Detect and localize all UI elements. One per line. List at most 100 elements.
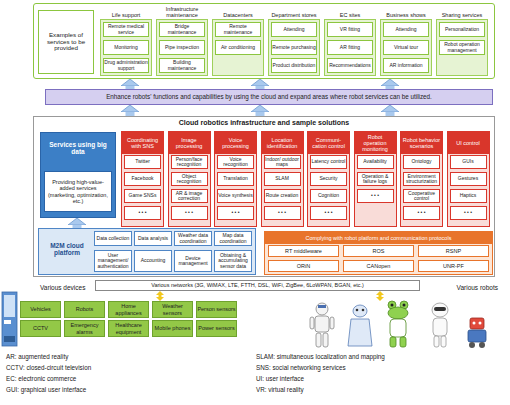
platform-panel: Cloud robotics infrastructure and sample… (33, 116, 495, 277)
solution-column-text: Robot operation monitoring (355, 132, 396, 154)
glossary-entry: SNS: social networking services (256, 364, 346, 371)
solution-column: Communi- cation controlLatency controlSe… (307, 131, 350, 227)
m2m-platform-text: M2M cloud platform (41, 242, 93, 256)
service-item: Remote medical service (103, 22, 149, 37)
solution-item: Translation (217, 172, 254, 186)
service-category-text: Department stores (266, 4, 322, 18)
device-group: Various devicesVehiclesRobotsHome applia… (20, 301, 238, 338)
solution-column-text: Robot behavior scenarios (401, 132, 442, 154)
device-box-text: Vehicles (30, 306, 51, 312)
solution-item-text: Twitter (135, 159, 150, 165)
solution-item-text: Person/face recognition (172, 157, 207, 168)
solution-item: Ontology (403, 155, 440, 169)
service-item-text: Remote medical service (104, 24, 148, 35)
solution-item: Facebook (124, 172, 161, 186)
service-item-text: Monitoring (114, 45, 137, 51)
solution-item-text: • • • (138, 210, 146, 216)
m2m-function-text: Weather data coordination (175, 233, 211, 244)
solution-item: Object recognition (171, 172, 208, 186)
solution-item: • • • (124, 206, 161, 220)
protocol-item: RSNP (418, 245, 489, 257)
solution-column: UI controlGUIsGesturesHaptics• • • (447, 131, 490, 227)
service-robot (348, 305, 372, 346)
service-item: Drug administration support (103, 58, 149, 73)
glossary-entry: VR: virtual reality (256, 386, 304, 393)
device-box: Home appliances (108, 301, 149, 318)
m2m-function: Device management (174, 250, 212, 272)
solution-item: Route creation (264, 189, 301, 203)
service-item: Recommendations (327, 58, 373, 73)
m2m-function: Data analysis (134, 231, 172, 246)
service-category: EC sitesVR fittingAR fittingRecommendati… (324, 19, 376, 76)
protocol-item: ORiN (268, 260, 339, 272)
service-item-text: Attending (283, 27, 304, 33)
glossary-entry: AR: augmented reality (6, 353, 68, 360)
solution-item-text: • • • (371, 193, 379, 199)
solution-column-text: Coordinating with SNS (122, 132, 163, 154)
service-item-text: AR fitting (340, 45, 360, 51)
solution-item-text: Security (319, 176, 337, 182)
solution-item-text: Cognition (318, 193, 339, 199)
solution-item: • • • (450, 206, 487, 220)
service-item: Pipe inspection (159, 40, 205, 55)
solution-column: Image processingPerson/face recognitionO… (168, 131, 211, 227)
protocol-item: CANopen (343, 260, 414, 272)
solution-item-text: • • • (278, 210, 286, 216)
m2m-function-text: User management/ authentication (95, 253, 131, 270)
protocol-item-text: RSNP (446, 248, 461, 254)
solution-item: Person/face recognition (171, 155, 208, 169)
benefit-band: Enhance robots' functions and capabiliti… (45, 89, 493, 105)
solution-item-text: Object recognition (172, 174, 207, 185)
solution-item: Operation & failure logs (357, 172, 394, 186)
device-box: Weather sensors (152, 301, 193, 318)
solution-column: Robot behavior scenariosOntologyEnvironm… (400, 131, 443, 227)
device-box: Person sensors (196, 301, 237, 318)
solution-column: Location identificationIndoor/ outdoor m… (261, 131, 304, 227)
solution-item: Security (310, 172, 347, 186)
m2m-function-text: Obtaining & accumulating sensor data (215, 253, 251, 270)
solution-item-text: Ontology (411, 159, 431, 165)
solution-item-text: Route creation (266, 193, 299, 199)
solution-item: AR & image correction (171, 189, 208, 203)
glossary-entry: UI: user interface (256, 375, 304, 382)
device-box-text: CCTV (33, 325, 48, 331)
m2m-function-text: Map data coordination (215, 233, 251, 244)
solution-item: SLAM (264, 172, 301, 186)
benefit-band-text: Enhance robots' functions and capabiliti… (106, 94, 432, 101)
service-item: Robot operation management (439, 40, 485, 55)
solution-item: • • • (217, 206, 254, 220)
service-item-text: Attending (395, 27, 416, 33)
solution-item-text: GUIs (462, 159, 473, 165)
robot-group-text: Various robots (457, 281, 498, 295)
service-item: Personalization (439, 22, 485, 37)
solution-item: • • • (264, 206, 301, 220)
service-item-text: Remote purchasing (272, 45, 315, 51)
service-item-text: Remote maintenance (216, 24, 260, 35)
humanoid-robot (310, 303, 334, 347)
device-box-text: Emergency alarms (65, 322, 104, 334)
protocol-panel-text: Complying with robot platform and commun… (265, 232, 492, 244)
protocol-item: ROS (343, 245, 414, 257)
platform-panel-text: Cloud robotics infrastructure and sample… (114, 119, 414, 127)
protocol-item-text: ORiN (297, 263, 310, 269)
solution-column: Voice processingVoice recognitionTransla… (214, 131, 257, 227)
glossary-entry: GUI: graphical user interface (6, 386, 86, 393)
device-box-text: Weather sensors (153, 303, 192, 315)
service-item-text: VR fitting (340, 27, 360, 33)
service-item: Attending (271, 22, 317, 37)
services-panel-text: Examples of services to be provided (38, 10, 94, 74)
device-group-text: Various devices (40, 281, 85, 295)
solution-item-text: AR & image correction (172, 191, 207, 202)
service-item: Air conditioning (215, 40, 261, 55)
service-item-text: Pipe inspection (165, 45, 199, 51)
service-item-text: Personalization (445, 27, 479, 33)
frog-robot (388, 301, 408, 347)
solution-item: Gestures (450, 172, 487, 186)
device-box: Vehicles (20, 301, 61, 318)
service-item: Virtual tour (383, 40, 429, 55)
device-box-text: Robots (76, 306, 93, 312)
m2m-function: Obtaining & accumulating sensor data (214, 250, 252, 272)
service-item-text: Recommendations (329, 63, 371, 69)
solution-item-text: Cooperative control (404, 191, 439, 202)
solution-item: Cooperative control (403, 189, 440, 203)
